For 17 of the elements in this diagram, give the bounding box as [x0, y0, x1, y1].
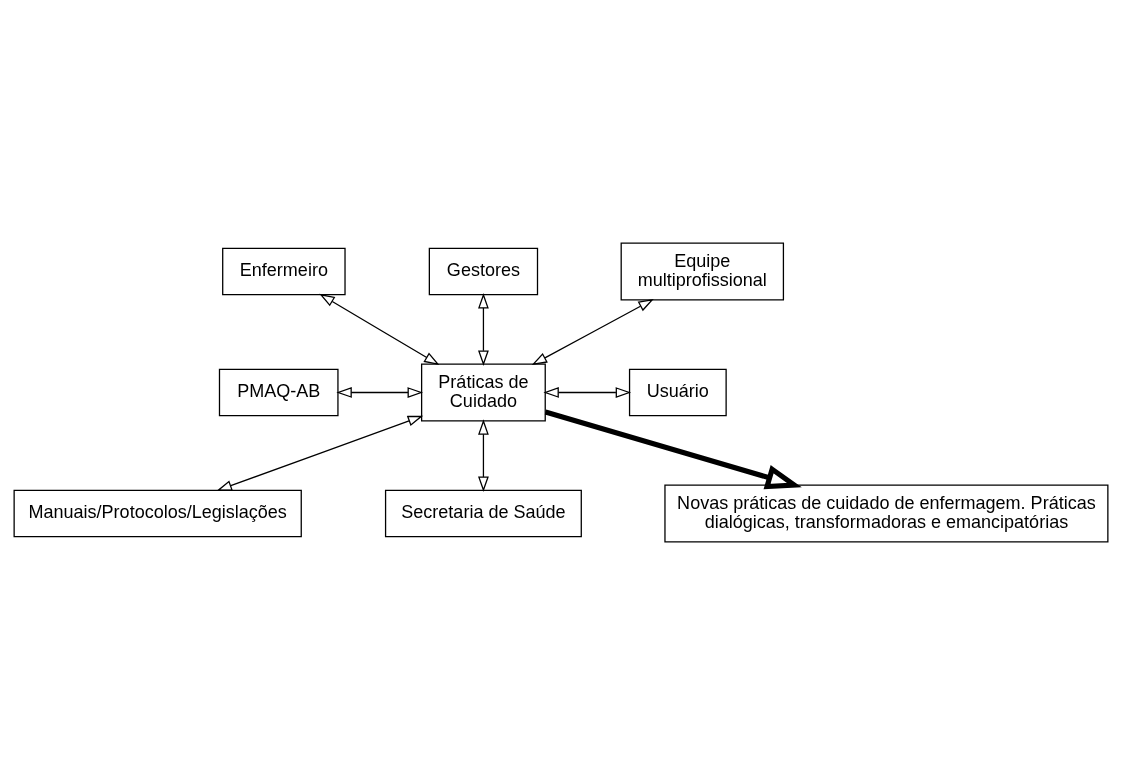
- node-box: Usuário: [628, 368, 727, 416]
- arrow: [319, 293, 440, 365]
- node-box: Equipe multiprofissional: [620, 242, 785, 300]
- arrow: [478, 418, 489, 492]
- arrow: [544, 409, 802, 489]
- node-box: PMAQ-AB: [218, 368, 339, 416]
- node-box: Manuais/Protocolos/Legislações: [13, 489, 302, 537]
- node-box: Gestores: [428, 247, 539, 295]
- arrow: [543, 386, 632, 398]
- arrow: [478, 292, 489, 366]
- arrow: [336, 386, 423, 398]
- node-box: Secretaria de Saúde: [384, 489, 582, 537]
- node-box: Práticas de Cuidado: [421, 363, 546, 421]
- arrow: [531, 298, 654, 365]
- node-box: Enfermeiro: [222, 247, 346, 295]
- node-box: Novas práticas de cuidado de enfermagem. Práticas dialógicas, transformadoras e emancipatórias: [664, 484, 1109, 542]
- arrow: [216, 415, 424, 491]
